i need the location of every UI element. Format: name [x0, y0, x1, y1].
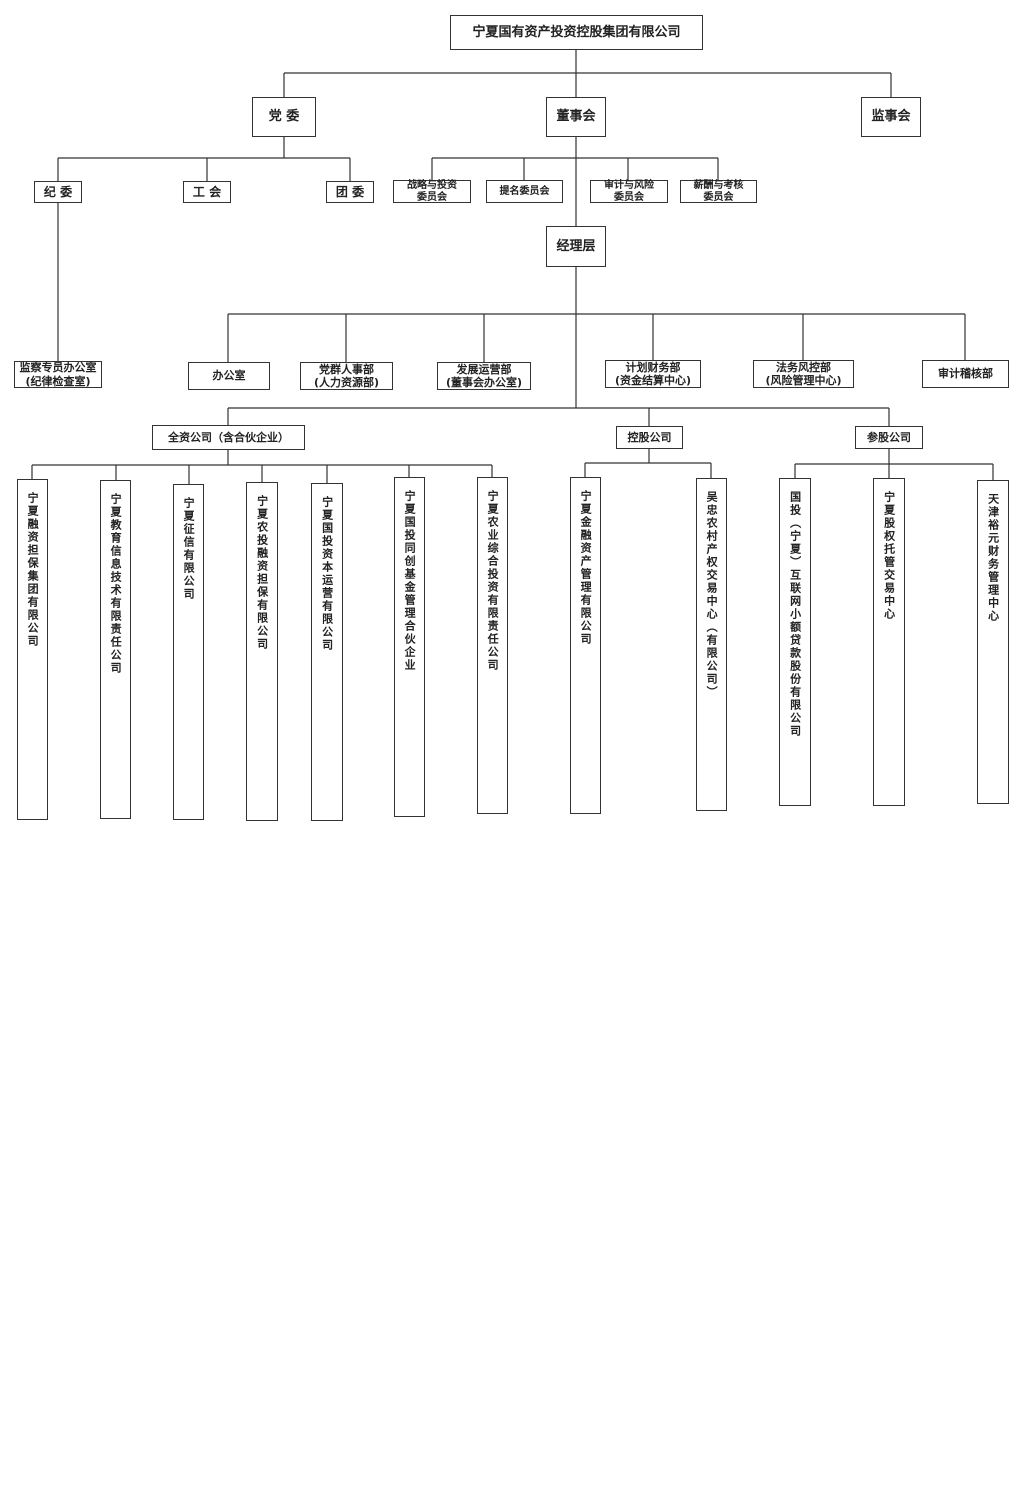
department-label: 审计稽核部 — [938, 367, 993, 381]
board-committee-label: 战略与投资 委员会 — [407, 179, 457, 203]
union-label: 工 会 — [192, 184, 222, 199]
department-label: 发展运营部 (董事会办公室) — [445, 362, 523, 389]
controlled-group-box: 控股公司 — [616, 426, 683, 449]
management-label: 经理层 — [556, 238, 596, 254]
board-committee-audit-risk: 审计与风险 委员会 — [590, 180, 668, 203]
connector-party — [57, 137, 351, 181]
participating-group-label: 参股公司 — [867, 430, 911, 444]
supervisor-office-box: 监察专员办公室 (纪律检查室) — [14, 361, 102, 388]
company-label: 宁夏农投融资担保有限公司 — [255, 495, 269, 651]
supervisory-board-label: 监事会 — [871, 109, 911, 125]
wholly-owned-group-label: 全资公司（含合伙企业） — [168, 430, 289, 444]
company-label: 宁夏股权托管交易中心 — [882, 491, 896, 621]
company-box: 吴忠农村产权交易中心（有限公司） — [696, 478, 727, 811]
department-label: 计划财务部 (资金结算中心) — [614, 360, 692, 387]
company-label: 宁夏国投同创基金管理合伙企业 — [403, 490, 417, 672]
youth-league-box: 团 委 — [326, 181, 374, 203]
board-committee-nomination: 提名委员会 — [486, 180, 563, 203]
board-label: 董事会 — [556, 109, 596, 125]
board-committee-label: 审计与风险 委员会 — [604, 179, 654, 203]
department-label: 办公室 — [212, 369, 246, 383]
company-box: 宁夏教育信息技术有限责任公司 — [100, 480, 131, 819]
department-box: 法务风控部 (风险管理中心) — [753, 360, 854, 388]
management-box: 经理层 — [546, 226, 606, 267]
company-box: 宁夏农业综合投资有限责任公司 — [477, 477, 508, 814]
company-label: 吴忠农村产权交易中心（有限公司） — [705, 491, 719, 699]
board-committee-strategy: 战略与投资 委员会 — [393, 180, 471, 203]
company-label: 天津裕元财务管理中心 — [986, 493, 1000, 623]
board-committee-label: 薪酬与考核 委员会 — [693, 179, 744, 203]
company-label: 宁夏国投资本运营有限公司 — [320, 496, 334, 652]
board-committee-label: 提名委员会 — [499, 185, 550, 197]
youth-league-label: 团 委 — [335, 184, 365, 199]
controlled-group-label: 控股公司 — [627, 430, 672, 444]
department-box: 计划财务部 (资金结算中心) — [605, 360, 701, 388]
department-box: 发展运营部 (董事会办公室) — [437, 362, 531, 390]
company-label: 国投（宁夏）互联网小额贷款股份有限公司 — [788, 491, 802, 738]
company-label: 宁夏融资担保集团有限公司 — [26, 492, 40, 648]
company-box: 天津裕元财务管理中心 — [977, 480, 1009, 804]
company-box: 国投（宁夏）互联网小额贷款股份有限公司 — [779, 478, 811, 806]
department-label: 法务风控部 (风险管理中心) — [765, 360, 842, 387]
party-committee-box: 党 委 — [252, 97, 316, 137]
union-box: 工 会 — [183, 181, 231, 203]
supervisory-board-box: 监事会 — [861, 97, 921, 137]
root-company-label: 宁夏国有资产投资控股集团有限公司 — [472, 24, 681, 40]
connector-management — [227, 267, 966, 408]
connector-root — [283, 50, 892, 97]
department-box: 党群人事部 (人力资源部) — [300, 362, 393, 390]
company-box: 宁夏金融资产管理有限公司 — [570, 477, 601, 814]
company-label: 宁夏教育信息技术有限责任公司 — [109, 493, 123, 675]
connector-groups — [227, 407, 890, 426]
department-label: 党群人事部 (人力资源部) — [313, 362, 380, 389]
company-box: 宁夏农投融资担保有限公司 — [246, 482, 278, 821]
discipline-committee-box: 纪 委 — [34, 181, 82, 203]
company-label: 宁夏农业综合投资有限责任公司 — [486, 490, 500, 672]
wholly-owned-group-box: 全资公司（含合伙企业） — [152, 425, 305, 450]
company-box: 宁夏征信有限公司 — [173, 484, 204, 820]
company-box: 宁夏国投资本运营有限公司 — [311, 483, 343, 821]
company-label: 宁夏征信有限公司 — [182, 497, 196, 601]
board-committee-compensation: 薪酬与考核 委员会 — [680, 180, 757, 203]
department-box: 办公室 — [188, 362, 270, 390]
participating-group-box: 参股公司 — [855, 426, 923, 449]
company-label: 宁夏金融资产管理有限公司 — [579, 490, 593, 646]
connector-participating — [794, 449, 994, 480]
discipline-committee-label: 纪 委 — [43, 184, 73, 199]
root-company-box: 宁夏国有资产投资控股集团有限公司 — [450, 15, 703, 50]
supervisor-office-label: 监察专员办公室 (纪律检查室) — [19, 361, 97, 388]
connector-board-committees — [431, 157, 719, 180]
company-box: 宁夏股权托管交易中心 — [873, 478, 905, 806]
company-box: 宁夏融资担保集团有限公司 — [17, 479, 48, 820]
department-box: 审计稽核部 — [922, 360, 1009, 388]
connector-controlled — [584, 449, 712, 478]
board-box: 董事会 — [546, 97, 606, 137]
party-committee-label: 党 委 — [268, 109, 300, 125]
company-box: 宁夏国投同创基金管理合伙企业 — [394, 477, 425, 817]
connector-wholly-owned — [31, 450, 493, 484]
